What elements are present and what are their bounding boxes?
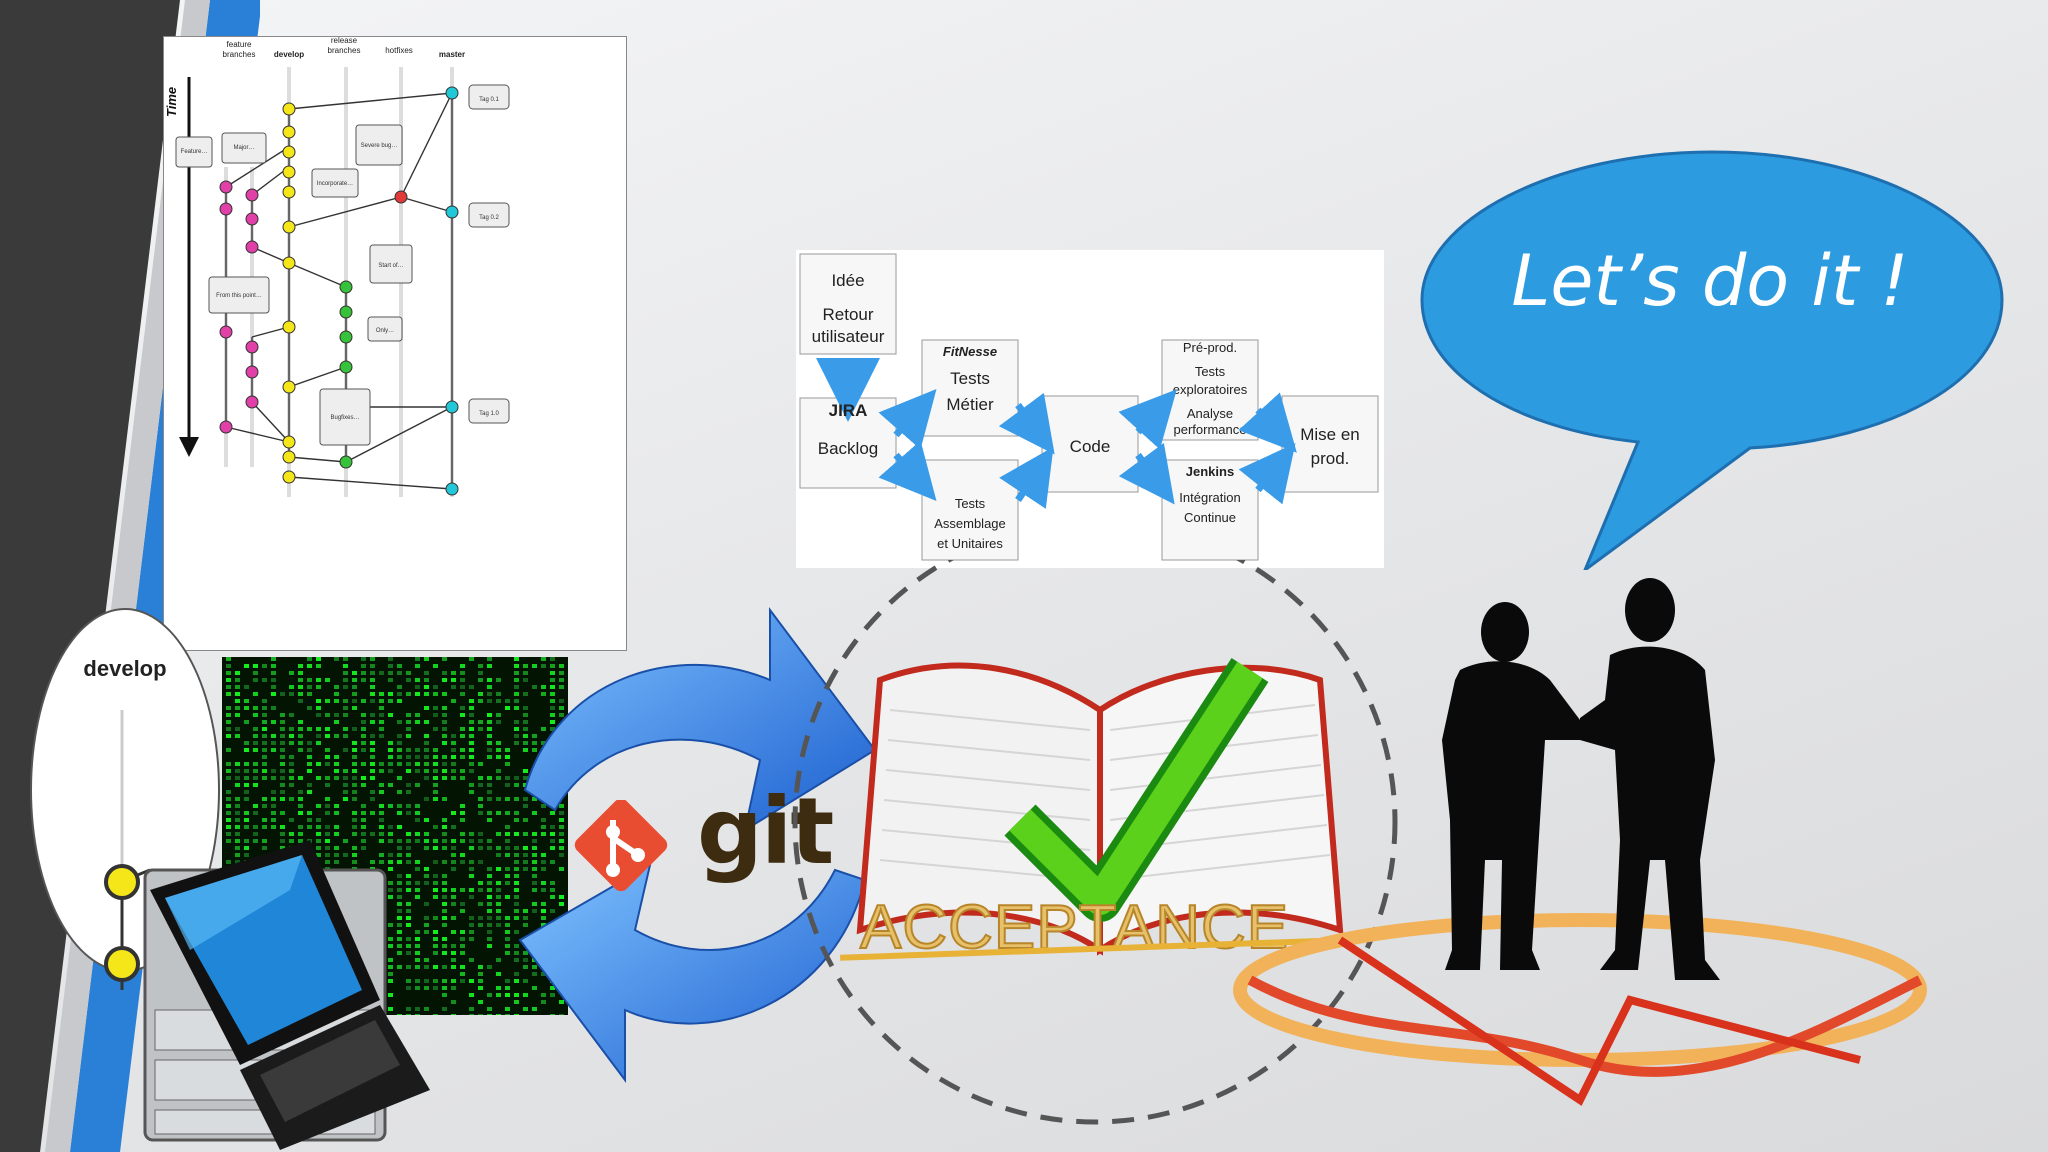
tag-0-2: Tag 0.2 — [479, 215, 499, 221]
wf-tests-explo-1: Tests — [1195, 364, 1226, 379]
wf-preprod: Pré-prod. — [1183, 340, 1237, 355]
wf-tests-explo-2: exploratoires — [1173, 382, 1248, 397]
wf-performance: performance — [1174, 422, 1247, 437]
tag-0-1: Tag 0.1 — [479, 97, 499, 103]
wf-fitnesse: FitNesse — [943, 344, 997, 359]
wf-tests-assemblage-1: Tests — [955, 496, 986, 511]
note-bugfixes-merge: Bugfixes… — [330, 415, 359, 421]
wf-integration-1: Intégration — [1179, 490, 1240, 505]
gitflow-header-release: release — [331, 37, 358, 45]
wf-tests-metier-1: Tests — [950, 369, 990, 388]
svg-text:branches: branches — [328, 46, 361, 55]
wf-mise-en-prod-1: Mise en — [1300, 425, 1360, 444]
handshake-silhouette — [1233, 578, 1927, 1106]
wf-jenkins: Jenkins — [1186, 464, 1234, 479]
wf-tests-assemblage-2: Assemblage — [934, 516, 1006, 531]
wf-idee: Idée — [831, 271, 864, 290]
speech-bubble — [1420, 150, 2004, 570]
workflow-diagram: Idée Retour utilisateur JIRA Backlog Fit… — [796, 250, 1384, 568]
note-release-branch: Start of… — [378, 263, 403, 269]
gitflow-header-develop: develop — [274, 50, 304, 59]
wf-analyse: Analyse — [1187, 406, 1233, 421]
acceptance-book-illustration — [792, 560, 1398, 1125]
wf-jira: JIRA — [829, 401, 868, 420]
sync-arrows-icon — [518, 607, 875, 1083]
git-logo-icon — [574, 800, 668, 892]
gitflow-header-master: master — [439, 50, 465, 59]
gitflow-header-hotfixes: hotfixes — [385, 46, 413, 55]
note-feature-future: Feature… — [181, 149, 208, 155]
gitflow-header-feature: feature — [227, 40, 252, 49]
laptop-server-illustration — [143, 840, 430, 1150]
wf-backlog: Backlog — [818, 439, 878, 458]
wf-tests-metier-2: Métier — [946, 395, 994, 414]
commit-node — [445, 86, 459, 100]
svg-text:branches: branches — [223, 50, 256, 59]
wf-tests-assemblage-3: et Unitaires — [937, 536, 1003, 551]
note-severe-bug: Severe bug… — [361, 143, 398, 149]
git-wordmark: git — [697, 778, 834, 885]
note-next-release: From this point… — [216, 293, 262, 299]
commit-node — [394, 190, 408, 204]
commit-node — [445, 205, 459, 219]
wf-integration-2: Continue — [1184, 510, 1236, 525]
tag-1-0: Tag 1.0 — [479, 411, 499, 417]
note-only-bugfixes: Only… — [376, 328, 394, 334]
note-major-feature: Major… — [233, 145, 254, 151]
develop-label: develop — [83, 656, 167, 681]
gitflow-diagram: feature branches develop release branche… — [163, 36, 627, 651]
wf-mise-en-prod-2: prod. — [1311, 449, 1350, 468]
wf-retour-2: utilisateur — [812, 327, 885, 346]
speech-bubble-text: Let’s do it ! — [1511, 240, 1909, 322]
commit-node — [445, 400, 459, 414]
wf-code: Code — [1070, 437, 1111, 456]
note-incorporate-bugfix: Incorporate… — [317, 181, 353, 187]
commit-node — [445, 482, 459, 496]
develop-branch-snippet — [104, 710, 151, 990]
wf-retour-1: Retour — [822, 305, 873, 324]
gitflow-time-label: Time — [164, 87, 179, 117]
